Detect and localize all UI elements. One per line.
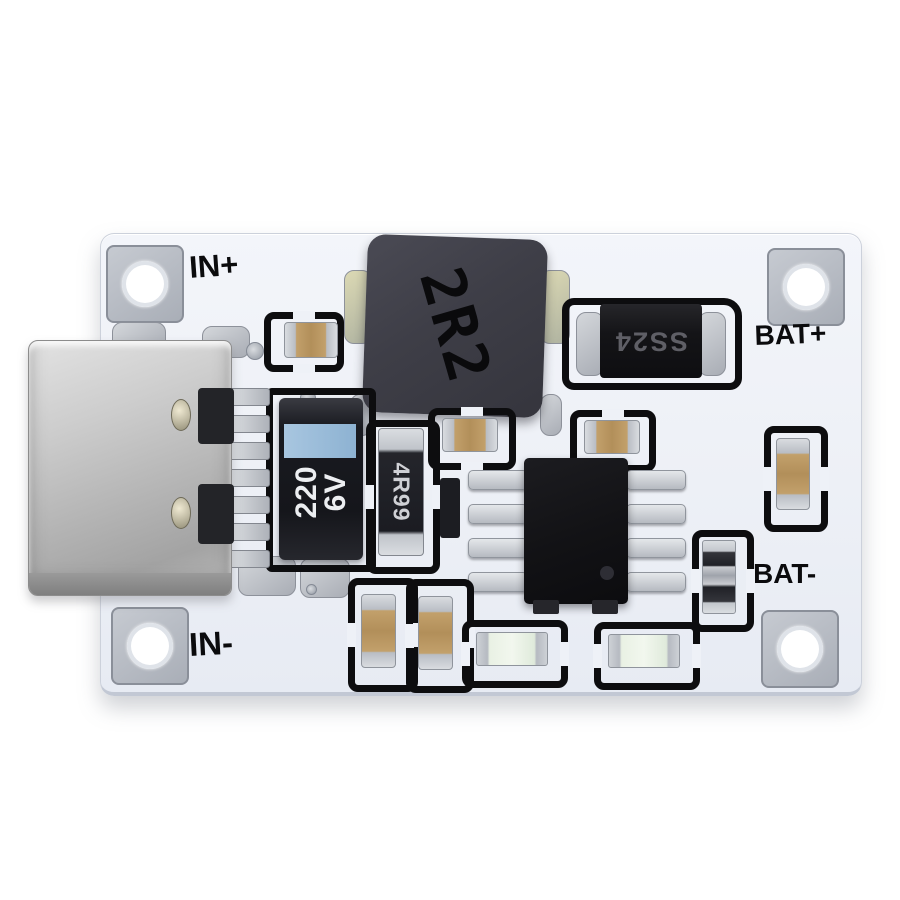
status-led-2 bbox=[608, 634, 680, 668]
capacitor-outline bbox=[264, 311, 344, 373]
status-led-1 bbox=[476, 632, 548, 666]
ceramic-capacitor bbox=[776, 438, 810, 510]
diode-outline bbox=[562, 298, 742, 390]
ceramic-capacitor bbox=[442, 418, 498, 452]
label-in-plus: IN+ bbox=[188, 246, 240, 285]
capacitor-outline bbox=[347, 578, 419, 692]
tantalum-polarity-stripe bbox=[284, 424, 356, 458]
capacitor-outline bbox=[405, 579, 475, 693]
mounting-hole-bottom-left bbox=[111, 607, 189, 685]
mounting-hole-bottom-right bbox=[761, 610, 839, 688]
resistor-outline bbox=[365, 420, 441, 574]
tantalum-marking-voltage: 6V bbox=[319, 472, 352, 512]
label-in-minus: IN- bbox=[188, 623, 234, 663]
tantalum-marking: 220 6V bbox=[290, 465, 352, 519]
resistor-4r99: 4R99 bbox=[378, 428, 424, 556]
led-outline bbox=[461, 620, 569, 688]
inductor-pad-right-lower bbox=[540, 394, 562, 436]
tantalum-marking-value: 220 bbox=[290, 465, 323, 519]
capacitor-outline bbox=[763, 426, 829, 532]
ic-pin-right-4 bbox=[626, 572, 686, 592]
hole bbox=[783, 264, 829, 310]
ic-pin-right-2 bbox=[626, 504, 686, 524]
ceramic-capacitor bbox=[361, 594, 396, 668]
ic-bottom-stub bbox=[533, 600, 559, 614]
power-inductor: 2R2 bbox=[361, 233, 549, 419]
via bbox=[246, 342, 264, 360]
led-outline bbox=[593, 622, 701, 690]
usb-shell bbox=[28, 340, 232, 596]
ceramic-capacitor bbox=[584, 420, 640, 454]
capacitor-outline bbox=[428, 407, 516, 471]
usb-shell-dimple bbox=[171, 399, 191, 431]
ic-pin-right-3 bbox=[626, 538, 686, 558]
ic-pin-left-2 bbox=[468, 504, 528, 524]
ic-pin-left-1 bbox=[468, 470, 528, 490]
small-transistor bbox=[440, 478, 460, 538]
mounting-hole-top-left bbox=[106, 245, 184, 323]
resistor-marking: 4R99 bbox=[388, 462, 415, 522]
diode-terminal-right bbox=[698, 312, 726, 376]
ic-bottom-stub bbox=[592, 600, 618, 614]
label-bat-plus: BAT+ bbox=[754, 317, 827, 351]
via bbox=[306, 584, 317, 595]
sense-resistor-outline bbox=[691, 530, 755, 632]
diode-marking: SS24 bbox=[613, 326, 689, 357]
usb-shell-dimple bbox=[171, 497, 191, 529]
hole bbox=[777, 626, 823, 672]
ceramic-capacitor bbox=[418, 596, 453, 670]
ic-pin-left-3 bbox=[468, 538, 528, 558]
usb-retention-clip-top bbox=[198, 388, 234, 444]
current-sense-resistor bbox=[702, 540, 736, 614]
hole bbox=[122, 261, 168, 307]
inductor-marking: 2R2 bbox=[405, 259, 505, 393]
charger-ic bbox=[524, 458, 628, 604]
hole bbox=[127, 623, 173, 669]
ic-pin-left-4 bbox=[468, 572, 528, 592]
ceramic-capacitor bbox=[284, 322, 338, 358]
usb-shell-bottom-edge bbox=[29, 573, 231, 595]
mounting-hole-top-right bbox=[767, 248, 845, 326]
ic-pin1-dot bbox=[600, 566, 614, 580]
tantalum-capacitor: 220 6V bbox=[279, 398, 363, 560]
diode-terminal-left bbox=[576, 312, 604, 376]
usb-retention-clip-bottom bbox=[198, 484, 234, 544]
schottky-diode: SS24 bbox=[600, 304, 702, 378]
ic-pin-right-1 bbox=[626, 470, 686, 490]
label-bat-minus: BAT- bbox=[753, 558, 817, 589]
